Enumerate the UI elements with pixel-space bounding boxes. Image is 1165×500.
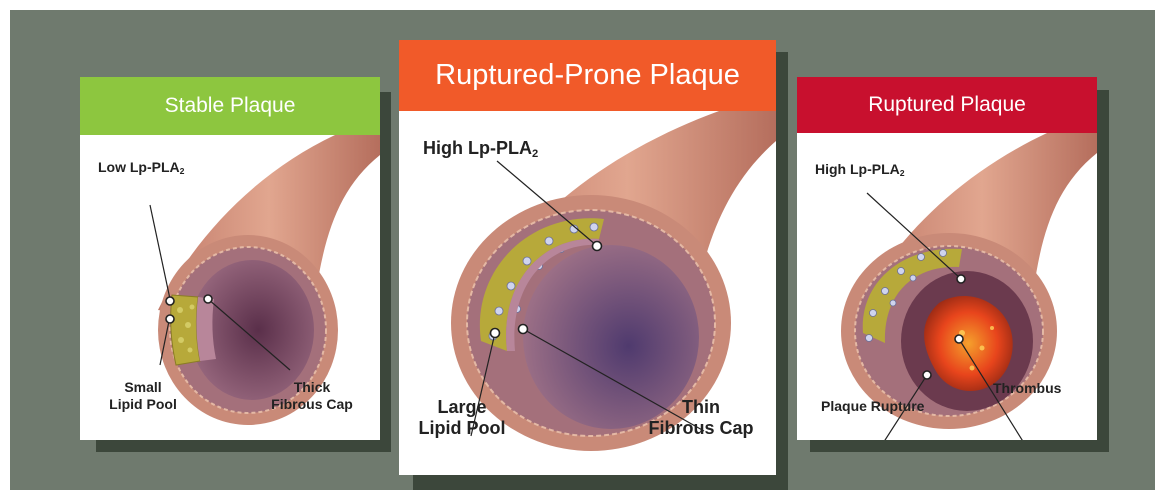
plaque-rupture-label: Plaque Rupture [821, 398, 924, 415]
rupture-prone-plaque-header: Ruptured-Prone Plaque [399, 40, 776, 111]
rupture-prone-plaque-panel: Ruptured-Prone Plaque [399, 40, 776, 475]
stable-plaque-header: Stable Plaque [80, 77, 380, 135]
stable-lipid-pool [171, 295, 200, 365]
ruptured-plaque-title: Ruptured Plaque [868, 93, 1026, 117]
ruptured-plaque-panel: Ruptured Plaque [797, 77, 1097, 440]
ruptured-lp-pla2-label: High Lp-PLA2 [815, 161, 905, 178]
stable-cap-marker [204, 295, 212, 303]
prone-lp-pla2-label: High Lp-PLA2 [423, 138, 538, 159]
stable-plaque-panel: Stable Plaque [80, 77, 380, 440]
thrombus-marker [955, 335, 963, 343]
prone-lp-marker [593, 242, 602, 251]
prone-lipid-pool-label: Large Lipid Pool [407, 397, 517, 439]
stable-lipid-pool-label: Small Lipid Pool [88, 379, 198, 412]
ruptured-lp-marker [957, 275, 965, 283]
plaque-rupture-marker [923, 371, 931, 379]
ruptured-plaque-header: Ruptured Plaque [797, 77, 1097, 133]
stable-lp-pla2-label: Low Lp-PLA2 [98, 159, 184, 176]
stable-lp-marker [166, 297, 174, 305]
prone-fibrous-cap-label: Thin Fibrous Cap [631, 397, 771, 439]
thrombus-label: Thrombus [993, 380, 1061, 397]
stable-lipid-marker [166, 315, 174, 323]
stable-fibrous-cap-label: Thick Fibrous Cap [252, 379, 372, 412]
rupture-prone-plaque-title: Ruptured-Prone Plaque [435, 59, 740, 92]
prone-cap-marker [519, 325, 528, 334]
prone-lipid-marker [491, 329, 500, 338]
stable-plaque-title: Stable Plaque [165, 94, 296, 118]
